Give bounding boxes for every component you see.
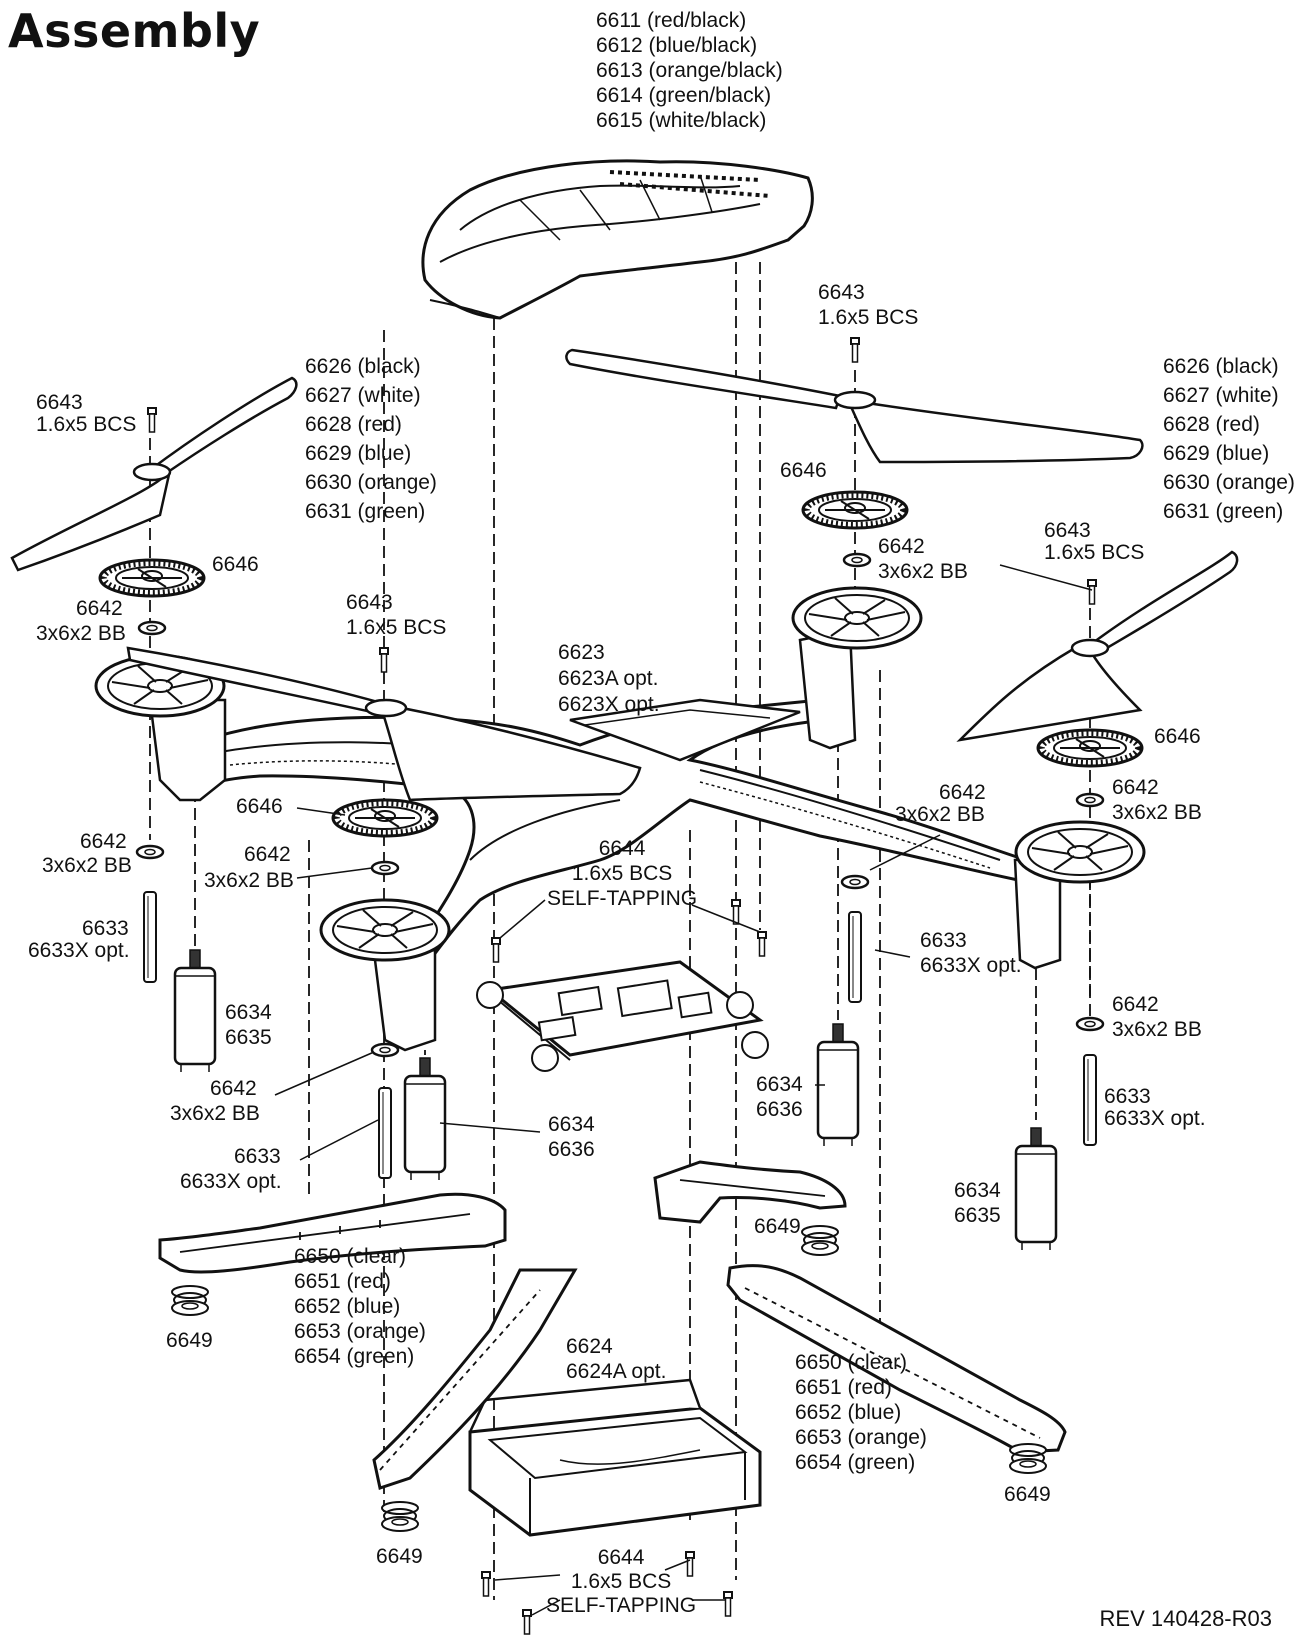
foot-center-label: 6649	[754, 1215, 801, 1238]
screw-self-tap-1	[491, 937, 501, 963]
screw-bottom-4	[723, 1591, 733, 1617]
gear-center-label: 6646	[236, 795, 283, 818]
flight-control-board	[476, 960, 769, 1072]
shaft-center	[378, 1087, 392, 1179]
propeller-top-right	[565, 348, 1144, 464]
bearing-center-low	[370, 1042, 400, 1058]
foot-right-label: 6649	[1004, 1483, 1051, 1506]
shaft-left	[143, 891, 157, 983]
skid-top-center	[653, 1160, 847, 1224]
bearing-tr	[842, 552, 872, 568]
motor-far-right	[1014, 1126, 1058, 1252]
skid-right	[726, 1264, 1067, 1454]
bearing-right-mid	[840, 874, 870, 890]
canopy	[421, 159, 814, 320]
screw-right	[1087, 579, 1097, 605]
bearing-tl	[137, 620, 167, 636]
foot-center	[801, 1225, 839, 1256]
propeller-left	[10, 376, 298, 572]
motor-mount-center	[319, 898, 451, 962]
shaft-far-right	[1083, 1054, 1097, 1146]
battery-tray	[468, 1378, 762, 1537]
foot-right	[1009, 1443, 1047, 1474]
motor-mount-top-right	[791, 586, 923, 650]
shaft-right	[848, 911, 862, 1003]
skid-left-label: 6650 (clear)6651 (red)6652 (blue)6653 (o…	[294, 1245, 426, 1368]
foot-left-label: 6649	[166, 1329, 213, 1352]
gear-center	[333, 800, 437, 836]
screw-center	[379, 647, 389, 673]
screw-top-center	[850, 337, 860, 363]
gear-right	[1038, 730, 1142, 766]
screw-top-left	[147, 407, 157, 433]
foot-bottom	[381, 1501, 419, 1532]
skid-left	[158, 1192, 507, 1274]
leader-lines	[274, 564, 1093, 1616]
bearing-right-top	[1075, 792, 1105, 808]
screw-bottom-2	[522, 1609, 532, 1635]
gear-right-label: 6646	[1154, 725, 1201, 748]
foot-bottom-label: 6649	[376, 1545, 423, 1568]
gear-top-right	[803, 492, 907, 528]
bearing-right-low	[1075, 1016, 1105, 1032]
screw-self-tap-2	[731, 899, 741, 925]
motor-left	[173, 948, 217, 1074]
rotor-right-label: 6626 (black)6627 (white)6628 (red)6629 (…	[1163, 355, 1295, 523]
rotor-left-label: 6626 (black)6627 (white)6628 (red)6629 (…	[305, 355, 437, 523]
propeller-right	[956, 550, 1239, 742]
motor-mount-right	[1014, 820, 1146, 884]
page-title: Assembly	[8, 4, 261, 58]
gear-top-left	[100, 560, 204, 596]
screw-self-tap-3	[757, 931, 767, 957]
bearing-left-low	[135, 844, 165, 860]
gear-top-left-label: 6646	[212, 553, 259, 576]
propeller-center	[126, 646, 642, 802]
screw-bottom-1	[481, 1571, 491, 1597]
motor-center	[403, 1056, 447, 1182]
foot-left	[171, 1285, 209, 1316]
gear-top-right-label: 6646	[780, 459, 827, 482]
revision-label: REV 140428-R03	[1099, 1606, 1272, 1631]
skid-bottom-left	[372, 1268, 578, 1490]
bearing-center	[370, 860, 400, 876]
canopy-part-label: 6611 (red/black)6612 (blue/black)6613 (o…	[596, 9, 783, 132]
skid-right-label: 6650 (clear)6651 (red)6652 (blue)6653 (o…	[795, 1351, 927, 1474]
